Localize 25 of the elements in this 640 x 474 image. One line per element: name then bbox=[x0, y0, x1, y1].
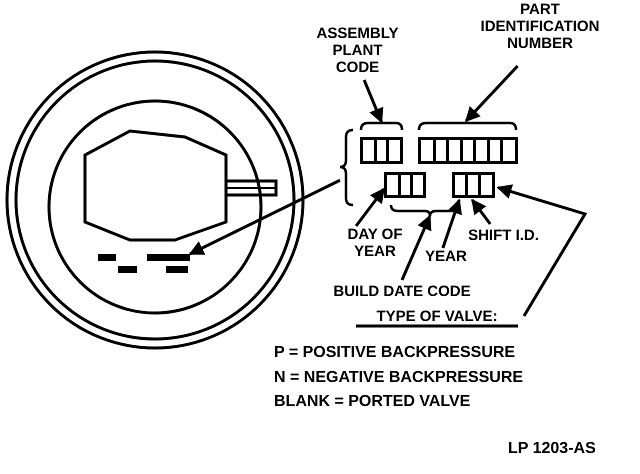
legend-text: BLANK = PORTED VALVE bbox=[274, 393, 470, 410]
arrow bbox=[496, 184, 588, 317]
callout-label: SHIFT I.D. bbox=[456, 227, 551, 244]
code-box bbox=[384, 172, 426, 198]
code-box bbox=[418, 137, 518, 164]
code-cell bbox=[478, 172, 495, 198]
callout-label: TYPE OF VALVE: bbox=[352, 308, 522, 325]
arrow bbox=[400, 214, 432, 281]
curly-brace bbox=[338, 128, 354, 206]
stamped-marking bbox=[98, 254, 190, 273]
arrow bbox=[188, 178, 341, 256]
legend-text: N = NEGATIVE BACKPRESSURE bbox=[274, 369, 524, 386]
legend-text: P = POSITIVE BACKPRESSURE bbox=[274, 344, 516, 361]
arrow bbox=[471, 198, 492, 225]
arrow bbox=[362, 79, 384, 124]
arrow bbox=[441, 198, 462, 248]
code-box bbox=[360, 137, 403, 164]
callout-label: ASSEMBLY PLANT CODE bbox=[310, 25, 405, 76]
callout-label: BUILD DATE CODE bbox=[302, 283, 502, 300]
callout-label: YEAR bbox=[420, 248, 472, 265]
callout-label: PART IDENTIFICATION NUMBER bbox=[470, 1, 610, 52]
arrow bbox=[464, 64, 519, 122]
figure-code: LP 1203-AS bbox=[508, 440, 596, 457]
callout-label: DAY OF YEAR bbox=[340, 226, 410, 260]
arrow bbox=[354, 188, 386, 227]
